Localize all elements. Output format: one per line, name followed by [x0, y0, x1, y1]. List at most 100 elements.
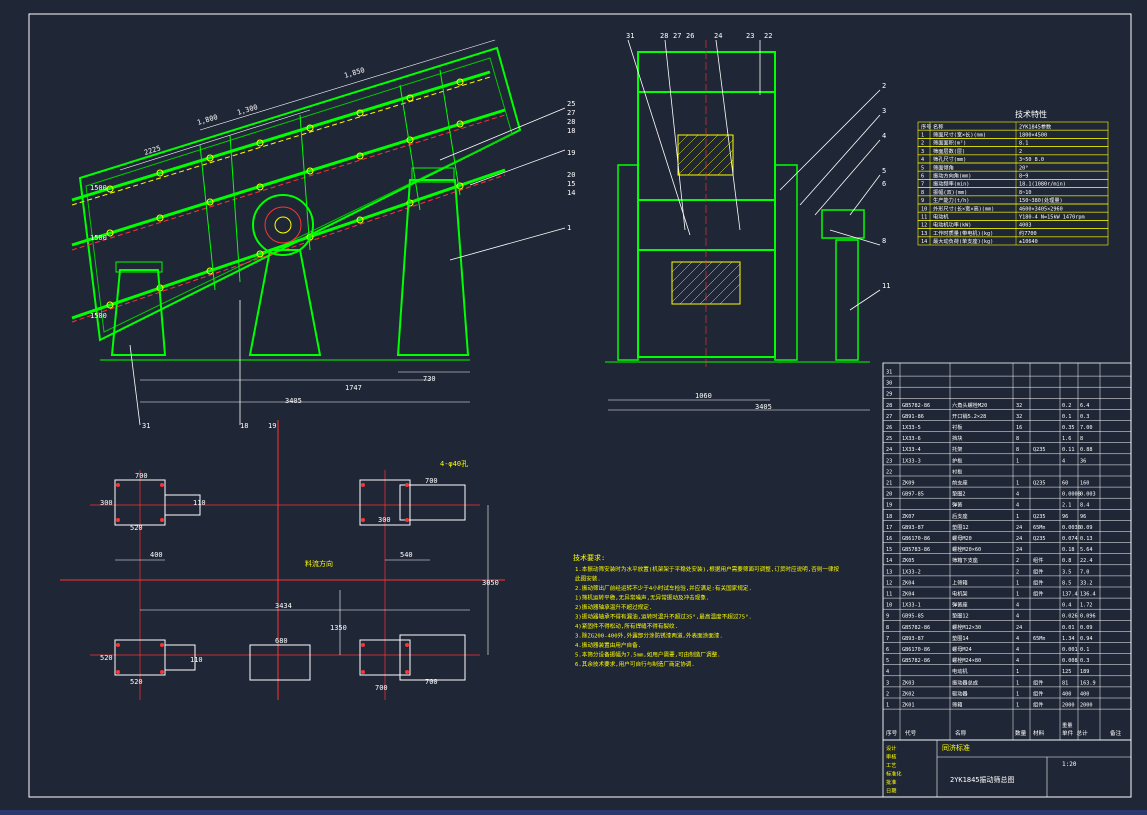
- parts-cell: 振动器总成: [952, 678, 978, 686]
- parts-cell: 0.003: [1080, 492, 1096, 498]
- parts-cell: 0.4: [1062, 603, 1071, 609]
- svg-text:31: 31: [142, 422, 150, 430]
- parts-cell: 0.35: [1062, 425, 1075, 431]
- parts-cell: 托架: [952, 445, 962, 453]
- parts-cell: 5: [886, 658, 889, 664]
- tech-cell: 1: [921, 133, 924, 139]
- parts-cell: 16: [1016, 425, 1022, 431]
- dim-slot: 4-φ40孔: [440, 460, 468, 468]
- parts-cell: 0.1: [1062, 414, 1071, 420]
- right-support: [396, 179, 470, 356]
- parts-cell: 垫圈14: [952, 634, 969, 642]
- parts-cell: 65Mn: [1033, 636, 1046, 642]
- note-line: 3.除ZG200-400外,外露部分涂防锈漆两道,外表面涂面漆.: [575, 632, 723, 640]
- parts-cell: 14: [886, 558, 892, 564]
- dim-1500a: 1500: [90, 184, 107, 192]
- parts-cell: GB5782-86: [902, 658, 930, 664]
- svg-text:27: 27: [567, 109, 575, 117]
- parts-cell: 5.64: [1080, 547, 1093, 553]
- svg-text:25: 25: [567, 100, 575, 108]
- parts-cell: 组件: [1033, 701, 1043, 709]
- parts-cell: 8: [1080, 436, 1083, 442]
- tech-cell: 3~50 8.0: [1019, 157, 1044, 163]
- plan-300a: 300: [100, 499, 113, 507]
- front-view: [605, 39, 881, 411]
- tech-cell: 1800×4500: [1019, 133, 1047, 139]
- parts-cell: 3.5: [1062, 569, 1071, 575]
- parts-cell: 0.074: [1062, 536, 1078, 542]
- parts-cell: 96: [1062, 514, 1068, 520]
- title-block-label: 标准化: [886, 770, 902, 778]
- parts-cell: 400: [1080, 691, 1089, 697]
- parts-header: 序号代号名称数量材料单件 总计备注重量: [886, 721, 1122, 737]
- parts-cell: 400: [1062, 691, 1071, 697]
- parts-cell: 30: [886, 381, 892, 387]
- parts-header-sub: 重量: [1062, 721, 1072, 729]
- parts-cell: 8.5: [1062, 580, 1071, 586]
- motor-support: [835, 239, 859, 361]
- svg-text:3: 3: [882, 107, 886, 115]
- parts-cell: GB6170-86: [902, 536, 930, 542]
- tech-cell: 序号: [921, 122, 931, 130]
- tech-cell: 约7700: [1019, 229, 1037, 237]
- parts-cell: 24: [1016, 625, 1022, 631]
- title-block-label: 设计: [886, 744, 896, 752]
- parts-cell: 4: [1016, 614, 1019, 620]
- parts-cell: 36: [1080, 458, 1086, 464]
- parts-cell: 螺栓M24×80: [952, 656, 981, 664]
- svg-text:28: 28: [660, 32, 668, 40]
- deck-dashed-1: [71, 76, 491, 206]
- parts-cell: 垫圈12: [952, 523, 969, 531]
- plan-1350: 1350: [330, 624, 347, 632]
- svg-text:27: 27: [673, 32, 681, 40]
- parts-cell: 10: [886, 603, 892, 609]
- note-line: 1)筛机运转平稳,无异常噪声,无异常振动及冲击现象.: [575, 594, 709, 602]
- parts-cell: 2: [1016, 558, 1019, 564]
- tech-cell: 2: [921, 141, 924, 147]
- bottom-strip: [0, 810, 1147, 815]
- svg-text:24: 24: [714, 32, 722, 40]
- tech-cell: 8~9: [1019, 174, 1028, 180]
- parts-cell: 27: [886, 414, 892, 420]
- parts-cell: 螺栓M12×30: [952, 623, 981, 631]
- dim-1500b: 1500: [90, 234, 107, 242]
- note-line: 6.其余技术要求,用户可自行与制造厂商定协调.: [575, 660, 695, 668]
- middle-support: [248, 249, 322, 356]
- parts-cell: ZK04: [902, 580, 915, 586]
- svg-text:2: 2: [882, 82, 886, 90]
- tech-cell: 8.1: [1019, 141, 1028, 147]
- tech-cell: 20°: [1019, 165, 1028, 171]
- front-dims: [608, 399, 870, 411]
- parts-cell: 筛箱下支座: [952, 556, 978, 564]
- svg-text:8: 8: [882, 237, 886, 245]
- tech-cell: Y180-4 N=15kW 1470rpm: [1019, 215, 1085, 221]
- parts-cell: 65Mn: [1033, 525, 1046, 531]
- vibrator-drum: [252, 194, 314, 256]
- parts-cell: 1: [1016, 680, 1019, 686]
- svg-text:31: 31: [626, 32, 634, 40]
- tech-cell: 11: [921, 215, 927, 221]
- parts-header-cell: 代号: [905, 729, 917, 737]
- parts-cell: 0.096: [1080, 614, 1096, 620]
- parts-cell: 136.4: [1080, 592, 1096, 598]
- parts-cell: 81: [1062, 680, 1068, 686]
- title-block-label: 审核: [886, 753, 896, 761]
- side-dims: [119, 39, 496, 403]
- parts-cell: 21: [886, 481, 892, 487]
- parts-cell: 2000: [1080, 703, 1093, 709]
- tech-cell: 18.1(1080r/min): [1019, 182, 1066, 188]
- parts-cell: 0.11: [1062, 447, 1075, 453]
- parts-cell: 6: [886, 647, 889, 653]
- parts-cell: 螺栓M20×60: [952, 545, 981, 553]
- foundation-plan: [60, 420, 505, 700]
- parts-cell: 2000: [1062, 703, 1075, 709]
- front-mesh-hatching: [671, 134, 741, 305]
- parts-cell: 60: [1062, 481, 1068, 487]
- parts-cell: ZK02: [902, 691, 915, 697]
- dim-110a: 110: [193, 499, 206, 507]
- parts-cell: 螺母M24: [952, 645, 972, 653]
- parts-cell: 0.18: [1062, 547, 1075, 553]
